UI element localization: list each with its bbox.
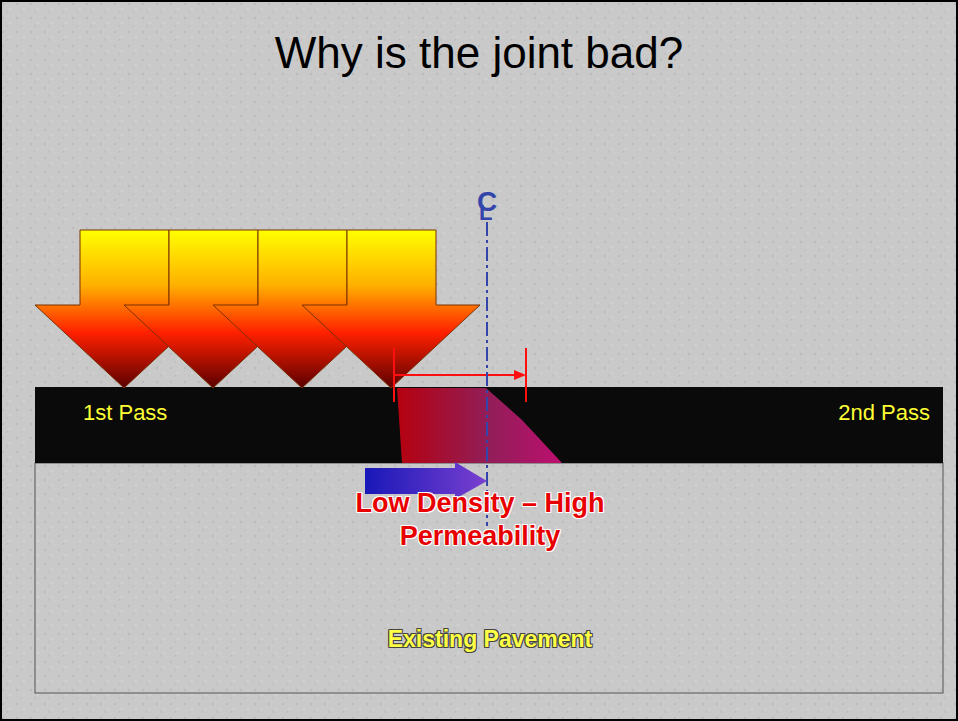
dimension-arrowhead xyxy=(514,370,526,380)
existing-pavement xyxy=(35,463,943,693)
pass-label: 1st Pass xyxy=(83,400,167,426)
low-density-wedge xyxy=(397,388,562,463)
roller-arrow xyxy=(302,230,480,388)
pass-label: 2nd Pass xyxy=(838,400,930,426)
asphalt-layer xyxy=(35,387,943,463)
centerline-symbol: L xyxy=(479,200,492,226)
dimension-line xyxy=(394,374,516,376)
warning-label: Low Density – High Permeability xyxy=(355,487,605,553)
existing-pavement-band: Low Density – High PermeabilityExisting … xyxy=(35,463,943,693)
centerline xyxy=(486,222,488,526)
new-asphalt-band: 1st Pass 2nd Pass xyxy=(35,387,943,463)
slide-title: Why is the joint bad? xyxy=(0,28,958,78)
layer-label: Existing Pavement xyxy=(388,626,593,653)
roller-arrows xyxy=(35,230,480,388)
